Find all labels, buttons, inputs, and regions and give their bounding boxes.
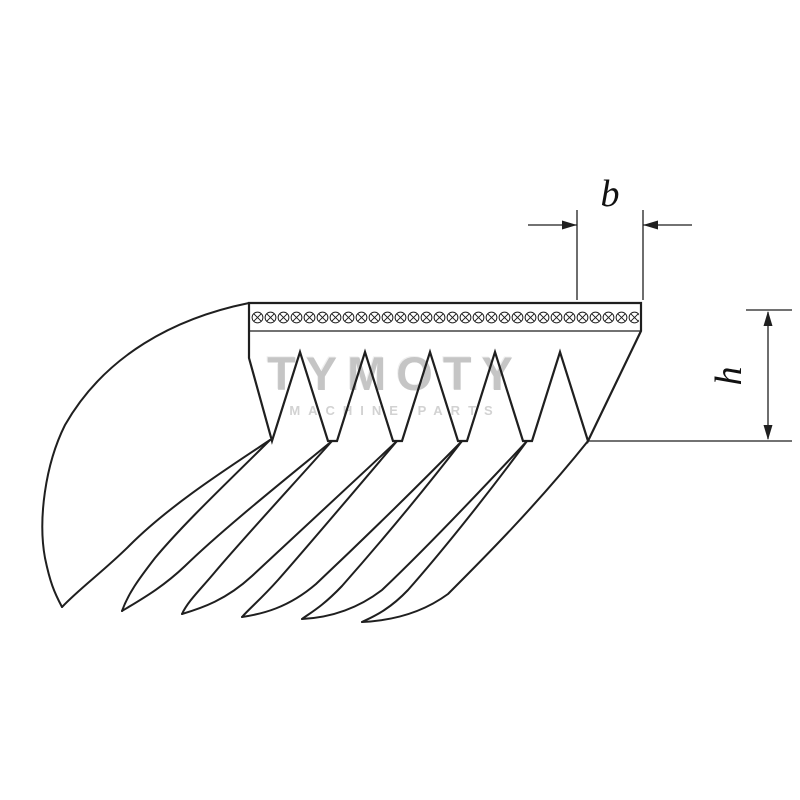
dimension-b-arrow-right xyxy=(643,220,658,230)
belt-rib-curve xyxy=(121,439,271,612)
dimension-h: h xyxy=(588,309,792,442)
watermark: TYMOTY MACHINE PARTS xyxy=(170,350,620,418)
belt-rib-curve xyxy=(121,440,333,612)
belt-cross-section-outline xyxy=(247,301,643,445)
dimension-h-label: h xyxy=(708,367,750,386)
belt-tension-band-hatch xyxy=(251,305,639,330)
belt-rib-curve xyxy=(301,440,528,620)
watermark-subtitle: MACHINE PARTS xyxy=(289,403,501,418)
belt-rib-curve xyxy=(61,439,271,608)
dimension-h-arrow-bottom xyxy=(763,425,773,440)
belt-rib-curve xyxy=(301,440,463,620)
belt-rib-curve xyxy=(241,440,463,618)
watermark-title: TYMOTY xyxy=(267,347,523,400)
dimension-h-arrow-top xyxy=(763,311,773,326)
belt-rib-curve-outer xyxy=(41,302,250,608)
dimension-b-arrow-left xyxy=(562,220,577,230)
dimension-b: b xyxy=(528,173,692,300)
belt-rib-curve xyxy=(361,440,528,623)
belt-rib-curve-inner xyxy=(361,440,589,623)
dimension-b-label: b xyxy=(601,173,620,215)
belt-rib-curve xyxy=(181,440,333,615)
belt-rib-curve xyxy=(181,440,398,615)
belt-rib-curve xyxy=(241,440,398,618)
